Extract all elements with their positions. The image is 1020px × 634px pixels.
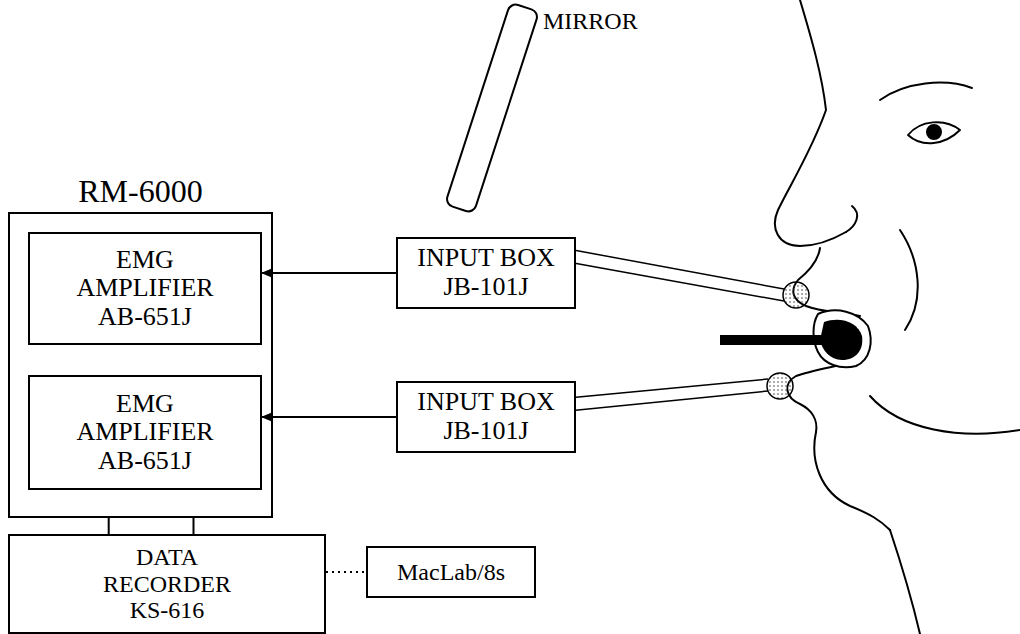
tongue-depressor (720, 335, 824, 345)
block-label: DATA RECORDER KS-616 (103, 544, 231, 623)
signal-line (193, 518, 195, 534)
signal-arrow (262, 272, 396, 274)
block-label: MacLab/8s (397, 559, 505, 585)
signal-line (108, 518, 110, 534)
block-box: INPUT BOX JB-101J (396, 237, 576, 309)
tongue-blade (820, 320, 862, 360)
block-box: MacLab/8s (366, 546, 536, 598)
surface-electrode (783, 282, 809, 308)
signal-line (326, 571, 366, 573)
block-box: EMG AMPLIFIER AB-651J (28, 375, 262, 490)
block-box: EMG AMPLIFIER AB-651J (28, 232, 262, 345)
mirror (445, 3, 539, 214)
block-box: DATA RECORDER KS-616 (8, 534, 326, 634)
block-label: INPUT BOX JB-101J (398, 244, 574, 301)
electrode-lead (568, 249, 784, 411)
surface-electrode (767, 373, 793, 399)
signal-arrow (262, 416, 396, 418)
device-name: RM-6000 (10, 174, 271, 209)
block-box: INPUT BOX JB-101J (396, 381, 576, 453)
device-housing: RM-6000EMG AMPLIFIER AB-651JEMG AMPLIFIE… (8, 212, 273, 518)
block-label: EMG AMPLIFIER AB-651J (76, 246, 213, 332)
part-label: MIRROR (543, 8, 638, 34)
block-label: INPUT BOX JB-101J (398, 388, 574, 445)
face-profile (775, 0, 1020, 634)
block-label: EMG AMPLIFIER AB-651J (76, 390, 213, 476)
